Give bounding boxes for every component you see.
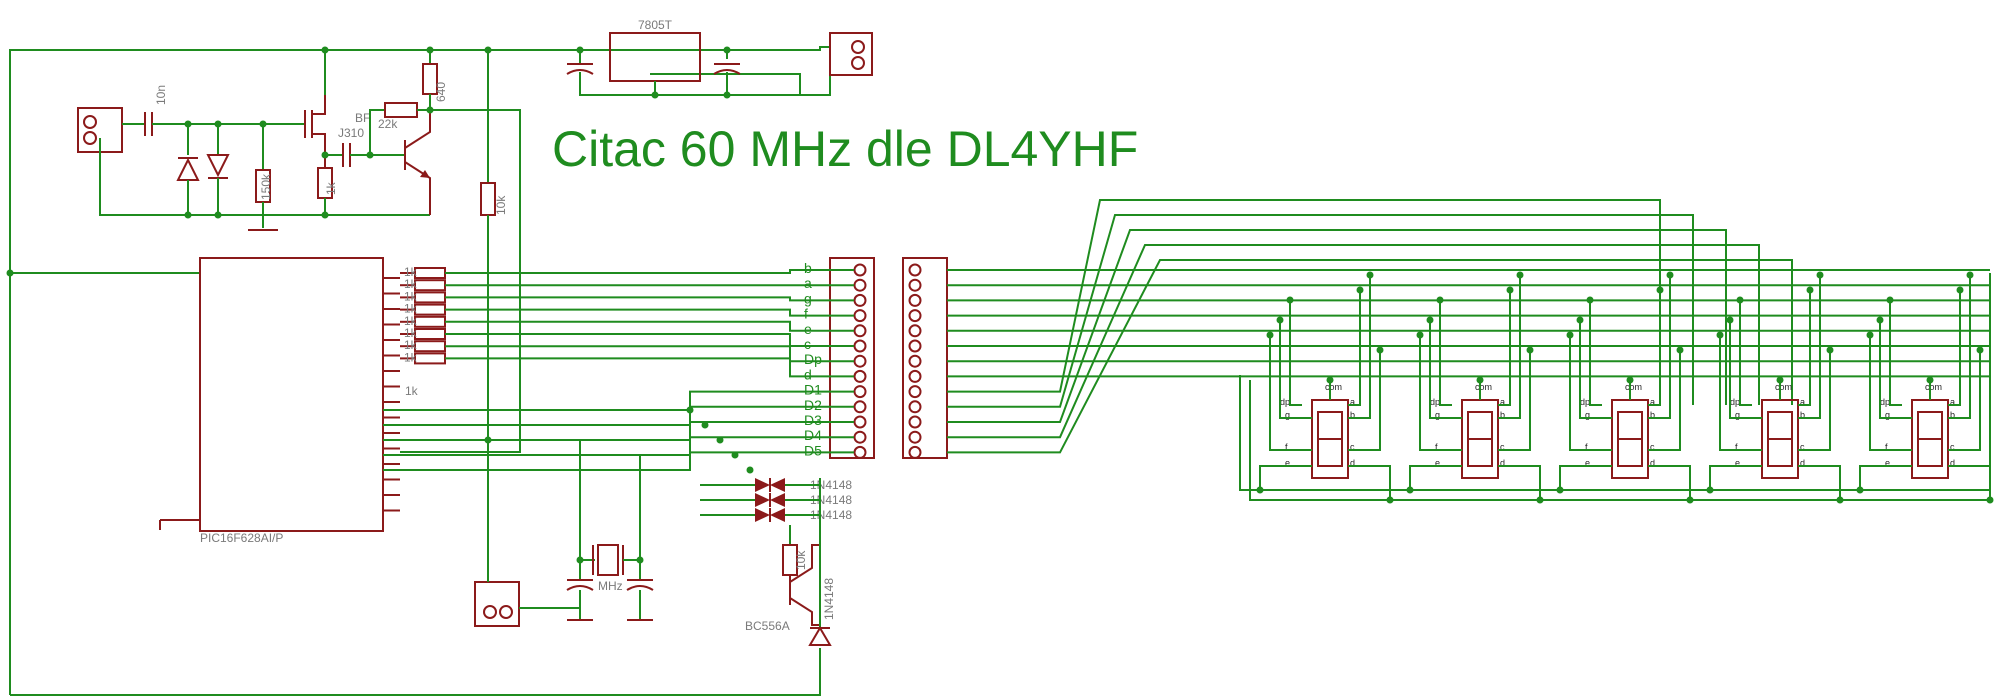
seg-resistor-label: 1k <box>404 302 418 316</box>
display-pin-d: d <box>1650 458 1655 468</box>
display-pin-c: c <box>1350 442 1355 452</box>
display-pin-dp: dp <box>1430 397 1440 407</box>
display-pin-f: f <box>1285 442 1288 452</box>
display-pin-d: d <box>1500 458 1505 468</box>
base-resistor-label: 10k <box>794 550 808 570</box>
seg-resistor-label: 1k <box>404 350 418 364</box>
regulator-label: 7805T <box>638 18 673 32</box>
display-pin-e: e <box>1285 458 1290 468</box>
seg-resistor-label: 1k <box>404 314 418 328</box>
display-pin-g: g <box>1285 410 1290 420</box>
display-pin-com: com <box>1775 382 1792 392</box>
bf-label: BF <box>355 111 370 125</box>
seg-resistor-label: 1k <box>404 265 418 279</box>
display-pin-g: g <box>1885 410 1890 420</box>
display-pin-a: a <box>1350 397 1355 407</box>
schematic-title: Citac 60 MHz dle DL4YHF <box>552 121 1138 177</box>
resistor-150k-label: 150k <box>259 173 273 200</box>
jfet-label: J310 <box>338 126 364 140</box>
seg-resistor-label: 1k <box>404 338 418 352</box>
signal-label-b: b <box>804 260 812 276</box>
display-pin-g: g <box>1735 410 1740 420</box>
display-pin-e: e <box>1435 458 1440 468</box>
signal-label-Dp: Dp <box>804 351 822 367</box>
display-pin-e: e <box>1735 458 1740 468</box>
display-pin-dp: dp <box>1580 397 1590 407</box>
signal-label-e: e <box>804 321 812 337</box>
display-pin-b: b <box>1950 410 1955 420</box>
display-pin-a: a <box>1650 397 1655 407</box>
signal-label-d: d <box>804 366 812 382</box>
display-pin-c: c <box>1500 442 1505 452</box>
seg-resistor-label: 1k <box>404 326 418 340</box>
display-pin-com: com <box>1475 382 1492 392</box>
display-pin-dp: dp <box>1280 397 1290 407</box>
display-pin-b: b <box>1800 410 1805 420</box>
seg-resistor-label: 1k <box>404 277 418 291</box>
display-pin-e: e <box>1585 458 1590 468</box>
resistor-22k-label: 22k <box>378 117 398 131</box>
input-cap-label: 10n <box>154 85 168 105</box>
resistor-640-label: 640 <box>434 82 448 102</box>
signal-label-D5: D5 <box>804 442 822 458</box>
display-pin-b: b <box>1500 410 1505 420</box>
signal-label-g: g <box>804 290 812 306</box>
display-bus-wiring <box>947 199 1990 454</box>
display-pin-b: b <box>1350 410 1355 420</box>
signal-label-f: f <box>804 306 808 322</box>
display-pin-a: a <box>1800 397 1805 407</box>
display-pin-a: a <box>1950 397 1955 407</box>
display-pin-e: e <box>1885 458 1890 468</box>
signal-label-c: c <box>804 336 811 352</box>
bottom-diode-label: 1N4148 <box>822 578 836 620</box>
seg-resistor-group-label: 1k <box>405 384 419 398</box>
voltage-regulator: 7805T <box>566 18 800 99</box>
seg-resistor-label: 1k <box>404 289 418 303</box>
display-pin-com: com <box>1325 382 1342 392</box>
display-pin-g: g <box>1435 410 1440 420</box>
signal-label-D3: D3 <box>804 412 822 428</box>
display-pin-f: f <box>1735 442 1738 452</box>
signal-input-connector <box>474 572 580 627</box>
display-pin-f: f <box>1885 442 1888 452</box>
display-pin-com: com <box>1625 382 1642 392</box>
resistor-1k-label: 1k <box>324 181 338 195</box>
display-pin-c: c <box>1650 442 1655 452</box>
display-pin-f: f <box>1435 442 1438 452</box>
crystal-label: MHz <box>598 579 623 593</box>
preamp-section: 10n 150k J310 BF 1k <box>77 50 521 572</box>
display-pin-dp: dp <box>1880 397 1890 407</box>
display-pin-com: com <box>1925 382 1942 392</box>
display-pin-b: b <box>1650 410 1655 420</box>
display-pin-a: a <box>1500 397 1505 407</box>
signal-label-D4: D4 <box>804 427 822 443</box>
transistor-label: BC556A <box>745 619 790 633</box>
display-side-connector <box>902 257 948 459</box>
signal-label-D1: D1 <box>804 382 822 398</box>
mcu-label: PIC16F628AI/P <box>200 531 283 545</box>
signal-label-a: a <box>804 275 812 291</box>
display-pin-f: f <box>1585 442 1588 452</box>
power-connector <box>829 32 873 76</box>
display-pin-c: c <box>1800 442 1805 452</box>
display-pin-d: d <box>1800 458 1805 468</box>
signal-label-D2: D2 <box>804 397 822 413</box>
display-pin-dp: dp <box>1730 397 1740 407</box>
resistor-10k-label: 10k <box>494 195 508 215</box>
display-pin-c: c <box>1950 442 1955 452</box>
display-pin-d: d <box>1350 458 1355 468</box>
display-pin-d: d <box>1950 458 1955 468</box>
display-pin-g: g <box>1585 410 1590 420</box>
